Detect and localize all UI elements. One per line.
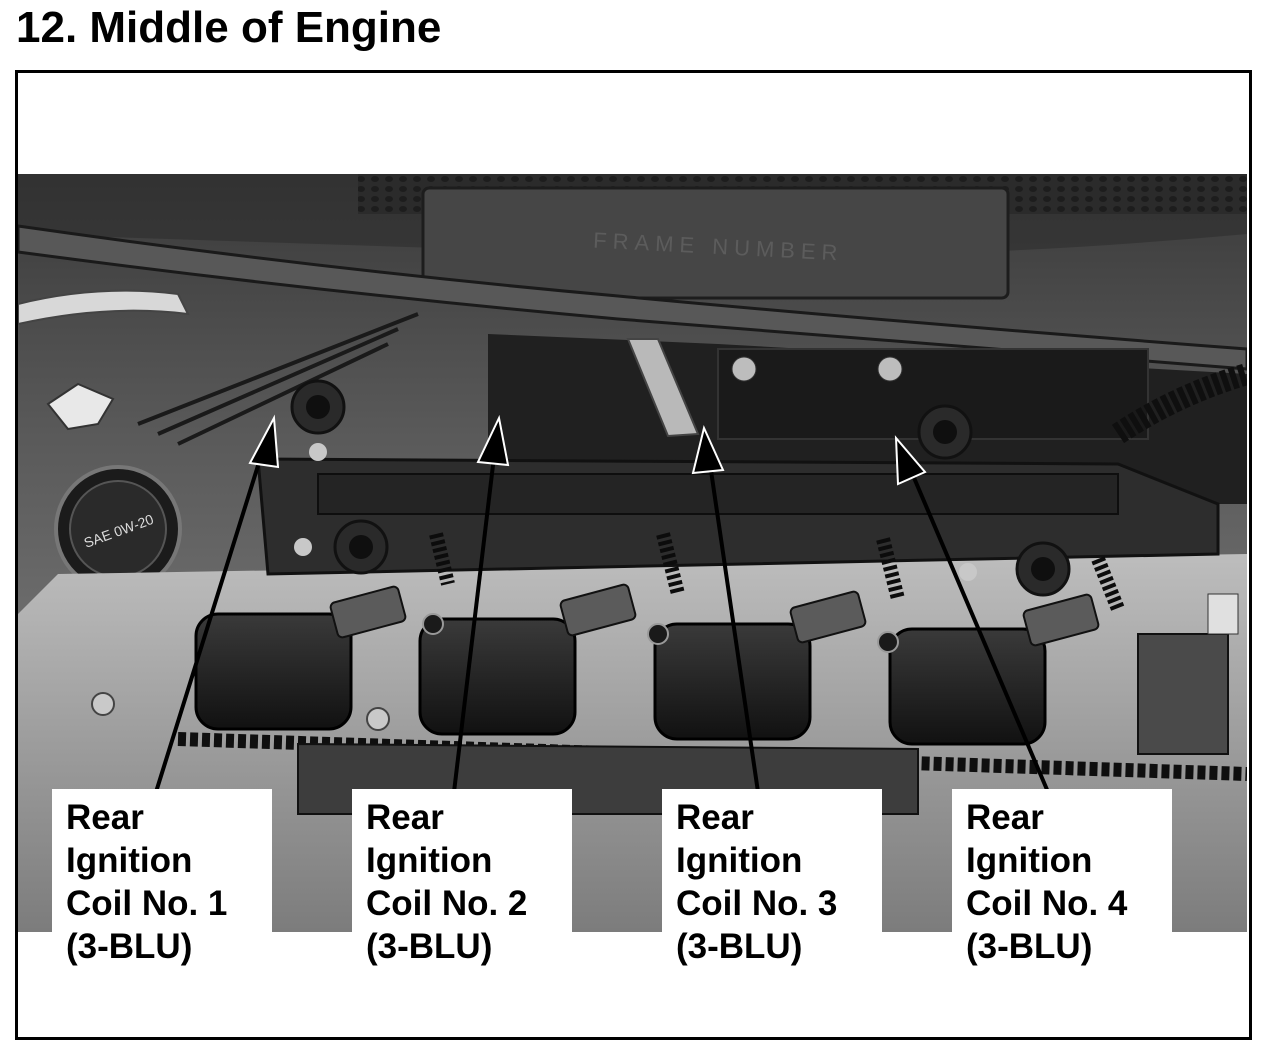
callout-line: Rear bbox=[676, 798, 754, 837]
callout-line: Rear bbox=[366, 798, 444, 837]
ignition-coil-3 bbox=[653, 590, 867, 741]
callout-rear-ignition-coil-2: Rear Ignition Coil No. 2 (3-BLU) bbox=[352, 789, 572, 979]
callout-line: Coil No. 3 bbox=[676, 884, 838, 923]
callout-line: Coil No. 2 bbox=[366, 884, 528, 923]
callout-rear-ignition-coil-4: Rear Ignition Coil No. 4 (3-BLU) bbox=[952, 789, 1172, 979]
callout-line: Ignition bbox=[66, 841, 193, 880]
callout-line: Ignition bbox=[966, 841, 1093, 880]
callout-line: Ignition bbox=[676, 841, 803, 880]
callout-line: Rear bbox=[966, 798, 1044, 837]
callout-line: (3-BLU) bbox=[676, 927, 803, 966]
page-title: 12. Middle of Engine bbox=[16, 3, 442, 52]
callout-line: Rear bbox=[66, 798, 144, 837]
callout-line: (3-BLU) bbox=[366, 927, 493, 966]
ignition-coil-1 bbox=[194, 585, 407, 731]
callout-line: (3-BLU) bbox=[966, 927, 1093, 966]
ignition-coil-2 bbox=[418, 583, 637, 736]
callout-line: (3-BLU) bbox=[66, 927, 193, 966]
callout-line: Coil No. 4 bbox=[966, 884, 1128, 923]
callout-line: Coil No. 1 bbox=[66, 884, 228, 923]
ignition-coil-4 bbox=[888, 593, 1100, 746]
callout-rear-ignition-coil-3: Rear Ignition Coil No. 3 (3-BLU) bbox=[662, 789, 882, 979]
callout-rear-ignition-coil-1: Rear Ignition Coil No. 1 (3-BLU) bbox=[52, 789, 272, 979]
callout-line: Ignition bbox=[366, 841, 493, 880]
